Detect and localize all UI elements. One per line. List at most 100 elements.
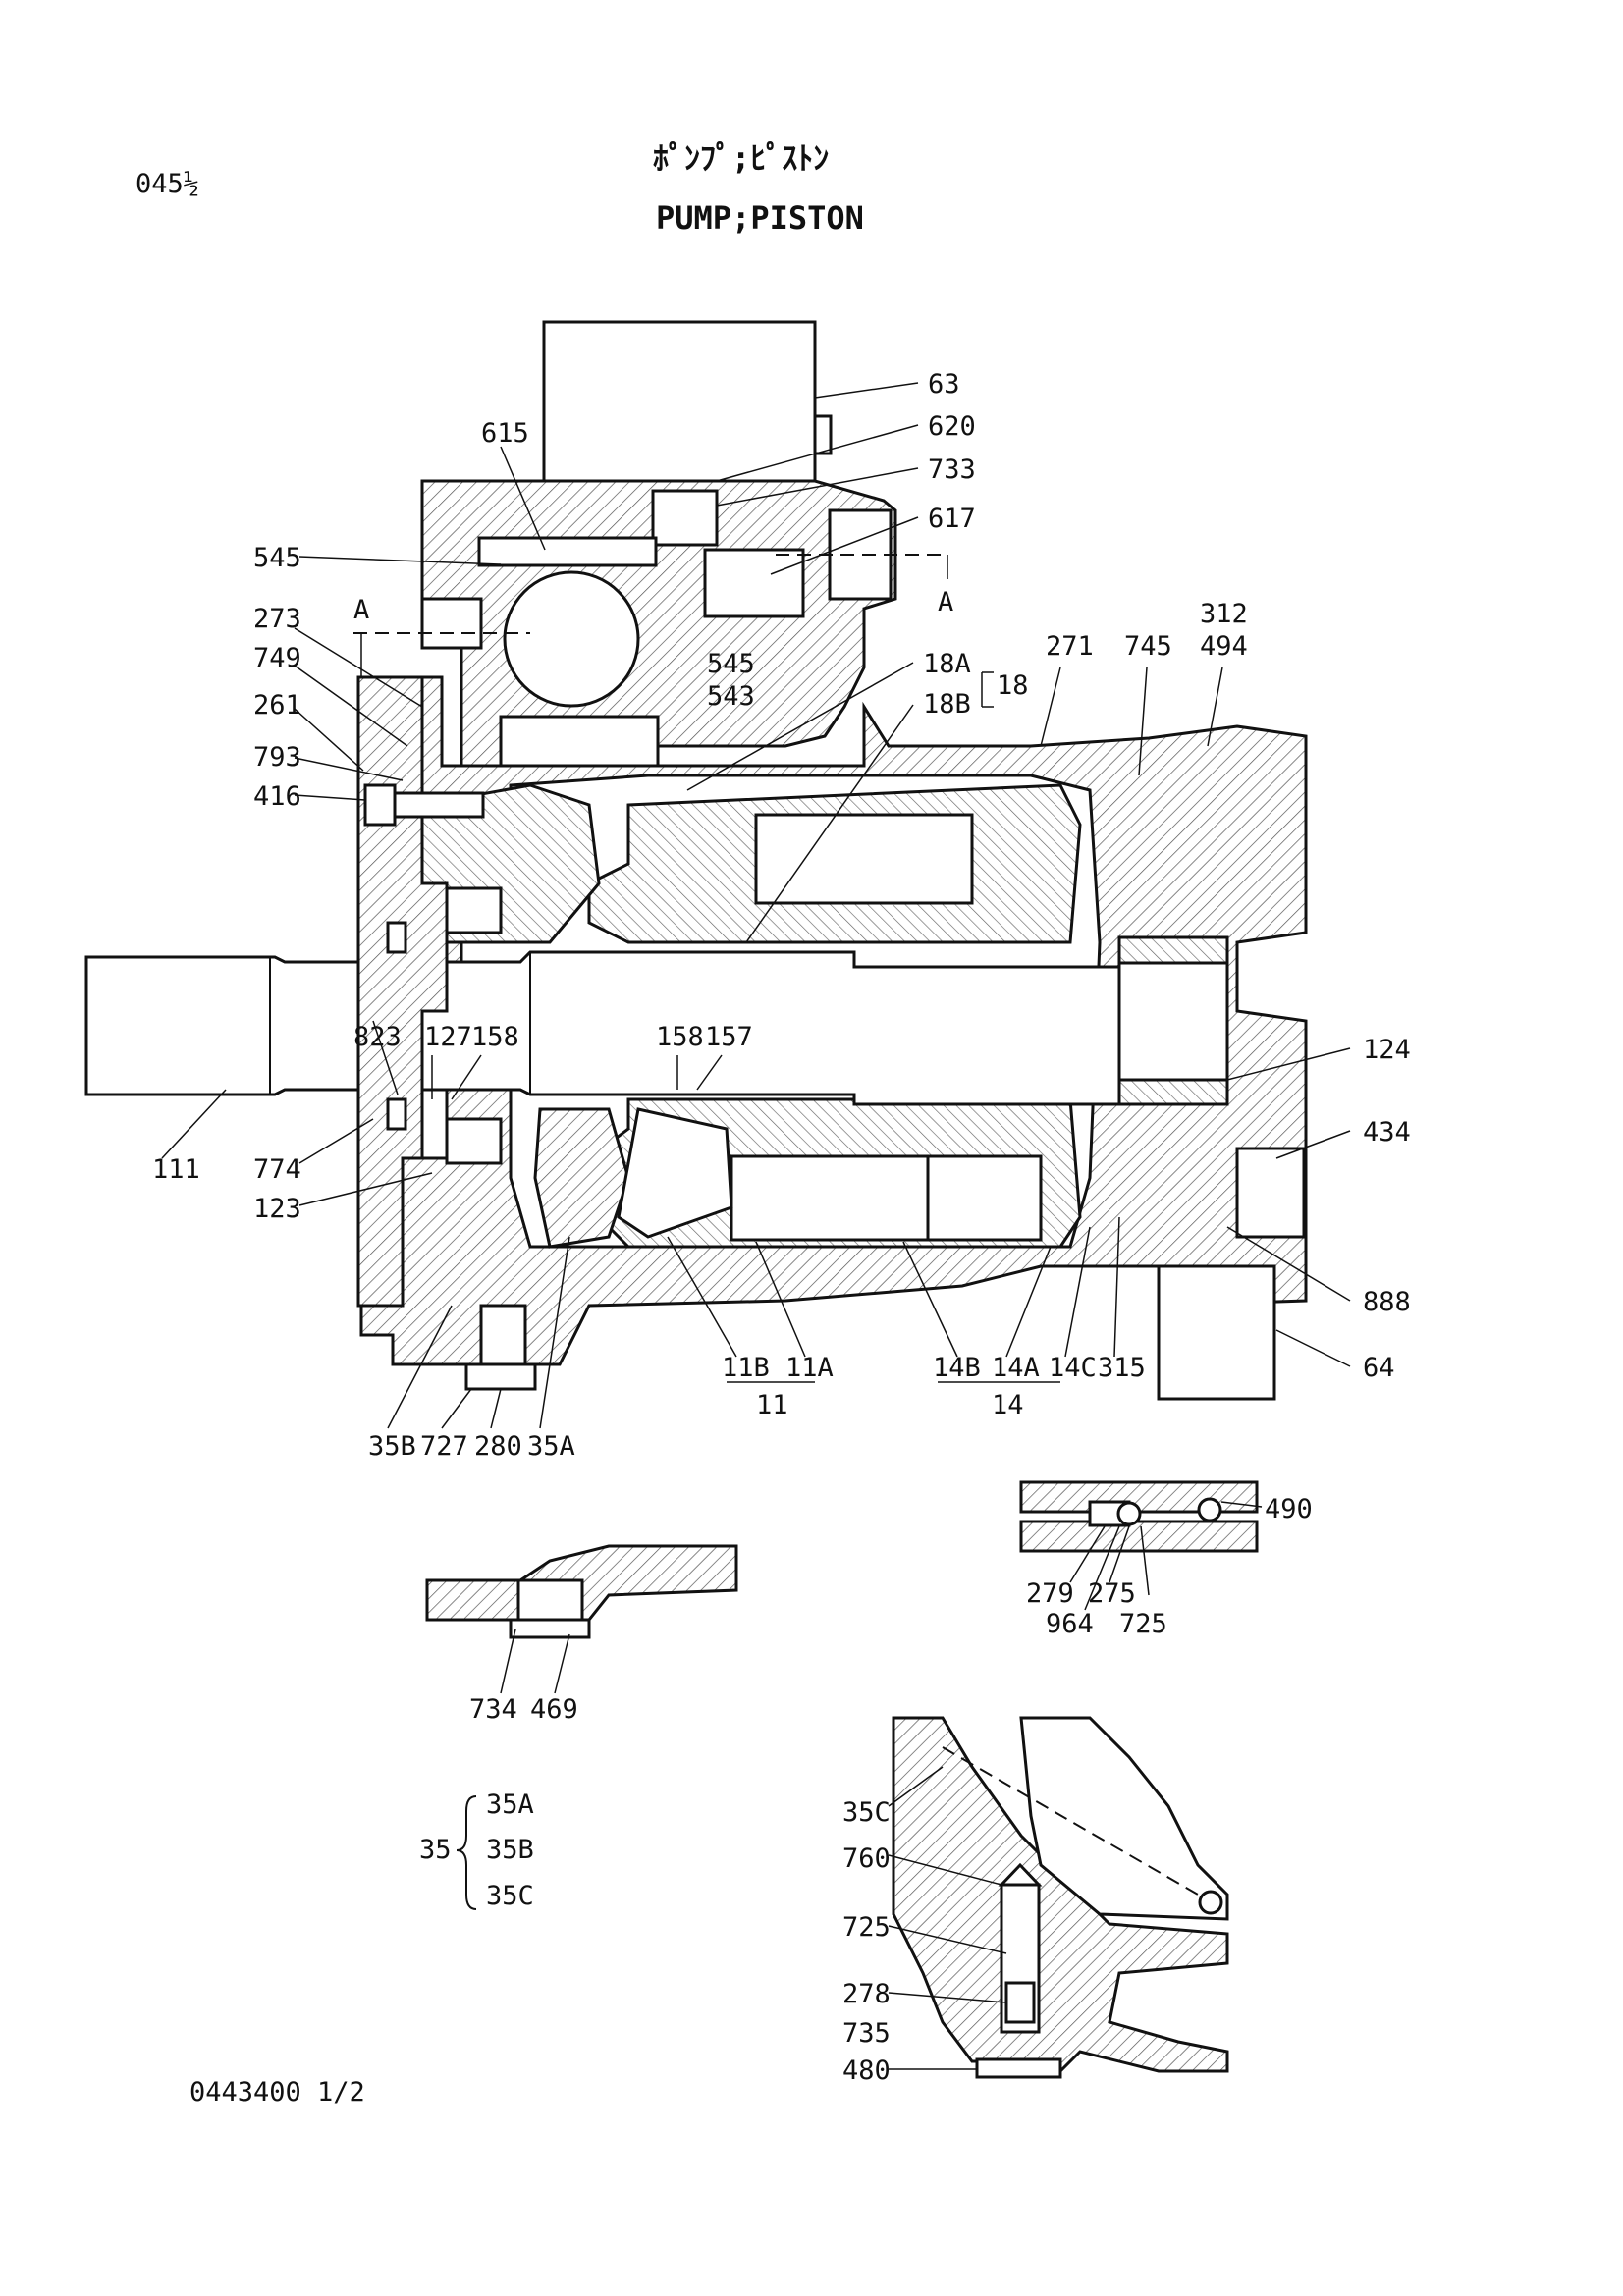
plug-434 [1235, 1147, 1306, 1239]
label-18: 18 [997, 670, 1029, 701]
label-494: 494 [1200, 631, 1248, 662]
label-35A: 35A [527, 1431, 575, 1462]
label-434: 434 [1363, 1117, 1411, 1148]
label-271: 271 [1046, 631, 1094, 662]
label-158-left: 158 [471, 1022, 519, 1052]
plug-273 [420, 597, 483, 650]
label-888: 888 [1363, 1287, 1411, 1317]
detail-bottom-leaders [888, 1766, 1007, 2070]
label-617: 617 [928, 504, 976, 534]
leader-734 [500, 1629, 516, 1694]
label-11B: 11B [722, 1353, 770, 1383]
label-545-left: 545 [253, 543, 301, 573]
piston-lower-14B [730, 1154, 930, 1242]
plug-469 [516, 1578, 584, 1627]
title-japanese: ﾎﾟﾝﾌﾟ;ﾋﾟｽﾄﾝ [653, 139, 829, 177]
label-749: 749 [253, 643, 301, 673]
main-assembly-section: A A [84, 320, 1411, 1462]
coupling-lower [1117, 1078, 1229, 1106]
group-35-child-b: 35B [486, 1835, 534, 1865]
group-35-bracket: 35 35A 35B 35C [419, 1789, 534, 1911]
detail-wall-lower [1019, 1520, 1259, 1553]
coupling-upper [1117, 935, 1229, 965]
relief-cavity [1019, 1716, 1229, 1921]
page-ref: 045½ [135, 169, 199, 199]
valve-block-64 [1157, 1264, 1276, 1401]
title-english: PUMP;PISTON [656, 199, 864, 237]
label-823: 823 [353, 1022, 402, 1052]
label-733: 733 [928, 454, 976, 485]
label-280: 280 [474, 1431, 522, 1462]
bore-545 [503, 570, 640, 708]
shaft-111 [84, 950, 1121, 1106]
relief-ball [1198, 1890, 1223, 1915]
group-35-child-a: 35A [486, 1789, 534, 1820]
poppet-760 [998, 1862, 1043, 1887]
label-158-mid: 158 [656, 1022, 704, 1052]
group-35-label: 35 [419, 1835, 452, 1865]
ball-275 [1116, 1501, 1142, 1526]
label-273: 273 [253, 604, 301, 634]
label-18B: 18B [923, 689, 971, 720]
label-261: 261 [253, 690, 301, 721]
label-278: 278 [842, 1979, 891, 2009]
ring-490 [1197, 1497, 1222, 1522]
label-964: 964 [1046, 1609, 1094, 1639]
label-14A: 14A [992, 1353, 1040, 1383]
washer-734 [509, 1618, 591, 1639]
label-18A: 18A [923, 649, 971, 679]
spool-615 [477, 536, 658, 567]
label-774: 774 [253, 1154, 301, 1185]
label-469: 469 [530, 1694, 578, 1725]
plug-617 [828, 508, 893, 601]
label-793: 793 [253, 742, 301, 773]
label-735: 735 [842, 2018, 891, 2049]
label-727: 727 [420, 1431, 468, 1462]
label-543: 543 [707, 681, 755, 712]
label-725: 725 [1119, 1609, 1167, 1639]
label-157: 157 [705, 1022, 753, 1052]
plug-733 [651, 489, 719, 547]
label-14C: 14C [1049, 1353, 1097, 1383]
label-312: 312 [1200, 599, 1248, 629]
bearing-lower-123 [445, 1117, 503, 1165]
seal-774 [386, 1097, 407, 1131]
drawing-number: 0443400 1/2 [189, 2077, 365, 2108]
shoe-11B [617, 1107, 733, 1239]
section-mark-a-left: A [353, 595, 369, 625]
label-63: 63 [928, 369, 960, 400]
piston-upper [754, 813, 974, 905]
detail-right-leaders [1069, 1501, 1263, 1611]
label-620: 620 [928, 411, 976, 442]
detail-port-plug: 734 469 [425, 1544, 738, 1725]
label-275: 275 [1088, 1578, 1136, 1609]
group-35-child-c: 35C [486, 1881, 534, 1911]
bearing-upper-123 [445, 886, 503, 934]
label-127: 127 [424, 1022, 472, 1052]
valve-block-617 [703, 548, 805, 618]
header: 045½ ﾎﾟﾝﾌﾟ;ﾋﾟｽﾄﾝ PUMP;PISTON [135, 139, 864, 237]
solenoid-connector [813, 414, 833, 455]
group-35-brace [456, 1795, 477, 1910]
leader-469 [554, 1633, 570, 1694]
label-35C: 35C [842, 1797, 891, 1828]
label-416: 416 [253, 781, 301, 812]
label-111: 111 [152, 1154, 200, 1185]
label-123: 123 [253, 1194, 301, 1224]
seal-543 [499, 715, 660, 768]
label-14B: 14B [933, 1353, 981, 1383]
spring-278 [1004, 1981, 1036, 2024]
section-mark-a-right: A [938, 587, 953, 617]
detail-wall-upper [1019, 1480, 1259, 1514]
label-745: 745 [1124, 631, 1172, 662]
leader-lines [161, 382, 1351, 1429]
swash-plate-35A [533, 1107, 630, 1249]
label-315: 315 [1098, 1353, 1146, 1383]
detail-relief-valve: 35C 760 725 278 735 480 [842, 1716, 1229, 2086]
plug-727 [464, 1362, 537, 1391]
label-760: 760 [842, 1843, 891, 1874]
label-11: 11 [756, 1390, 788, 1420]
label-279: 279 [1026, 1578, 1074, 1609]
label-64: 64 [1363, 1353, 1395, 1383]
